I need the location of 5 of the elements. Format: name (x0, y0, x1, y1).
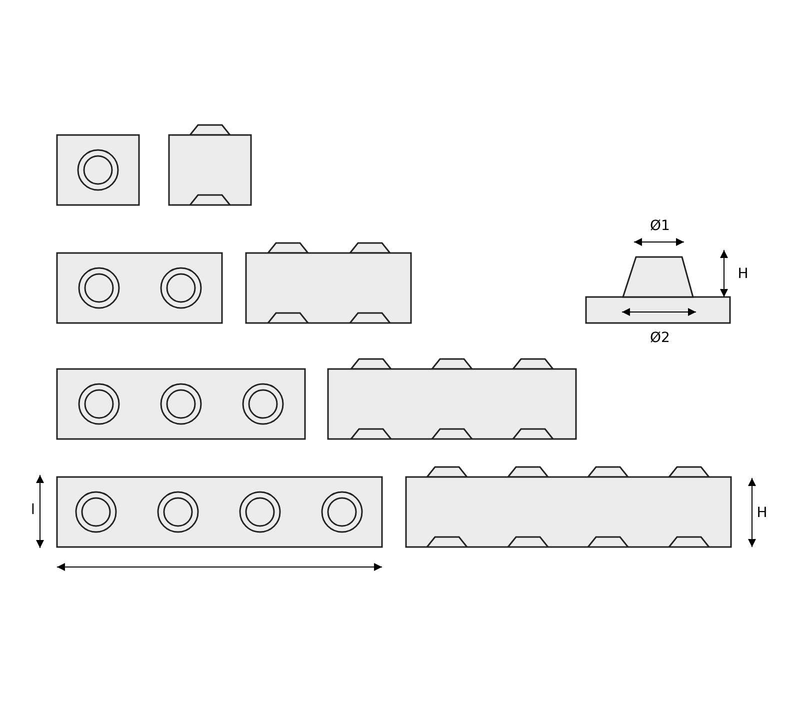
dimension-label: Ø1 (649, 219, 671, 233)
dimension-label: H (756, 506, 768, 520)
dimension-label: H (736, 267, 750, 281)
dimension-label: Ø2 (649, 331, 671, 345)
dimension-label: l (30, 503, 36, 517)
